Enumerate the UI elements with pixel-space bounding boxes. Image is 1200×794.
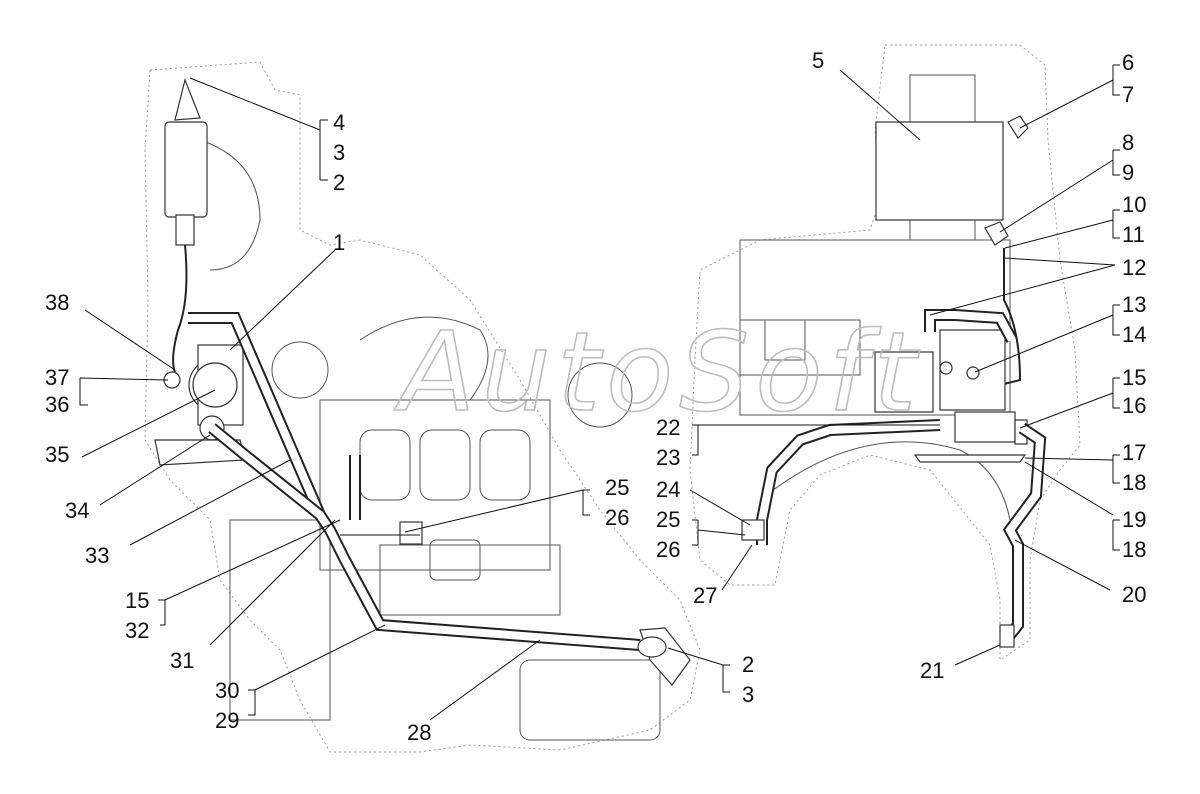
callout-23: 23 [656,445,680,470]
leader-lines [79,64,1120,721]
callout-9: 9 [1122,160,1134,185]
callout-4: 4 [333,110,345,135]
callout-10: 10 [1122,192,1146,217]
callout-19: 19 [1122,507,1146,532]
callout-13: 13 [1122,292,1146,317]
callout-3-top: 3 [333,140,345,165]
left-view-coolant-hoses [188,312,691,686]
callout-labels: 1 4 3 2 38 37 36 35 34 33 15 32 31 30 29… [45,48,1146,745]
left-view-pump-assembly [154,78,246,466]
callout-38: 38 [45,290,69,315]
left-view-engine-outline [144,61,701,753]
callout-21: 21 [920,658,944,683]
callout-32: 32 [125,618,149,643]
watermark-text: AutoSoft [394,308,922,436]
callout-28: 28 [407,720,431,745]
callout-31: 31 [170,648,194,673]
callout-26-left: 26 [605,505,629,530]
callout-25-right: 25 [656,507,680,532]
callout-34: 34 [65,498,89,523]
callout-2-top: 2 [333,170,345,195]
callout-29: 29 [215,708,239,733]
callout-15-right: 15 [1122,365,1146,390]
callout-14: 14 [1122,322,1146,347]
callout-16: 16 [1122,393,1146,418]
callout-15-left: 15 [125,588,149,613]
callout-33: 33 [85,543,109,568]
callout-26-right: 26 [656,537,680,562]
callout-12: 12 [1122,255,1146,280]
callout-24: 24 [656,477,680,502]
callout-25-left: 25 [605,475,629,500]
callout-7: 7 [1122,82,1134,107]
callout-30: 30 [215,678,239,703]
callout-35: 35 [45,442,69,467]
callout-37: 37 [45,365,69,390]
callout-3-bottom: 3 [742,682,754,707]
callout-27: 27 [693,583,717,608]
callout-17: 17 [1122,440,1146,465]
callout-2-bottom: 2 [742,652,754,677]
callout-22: 22 [656,415,680,440]
callout-11: 11 [1122,222,1145,247]
callout-36: 36 [45,392,69,417]
right-view-heater-assembly [874,115,1029,463]
callout-20: 20 [1122,582,1146,607]
right-view-coolant-hoses [741,309,1047,648]
callout-6: 6 [1122,50,1134,75]
callout-8: 8 [1122,130,1134,155]
callout-18-bottom: 18 [1122,537,1146,562]
callout-1: 1 [333,230,345,255]
callout-18-top: 18 [1122,470,1146,495]
callout-5: 5 [812,48,824,73]
